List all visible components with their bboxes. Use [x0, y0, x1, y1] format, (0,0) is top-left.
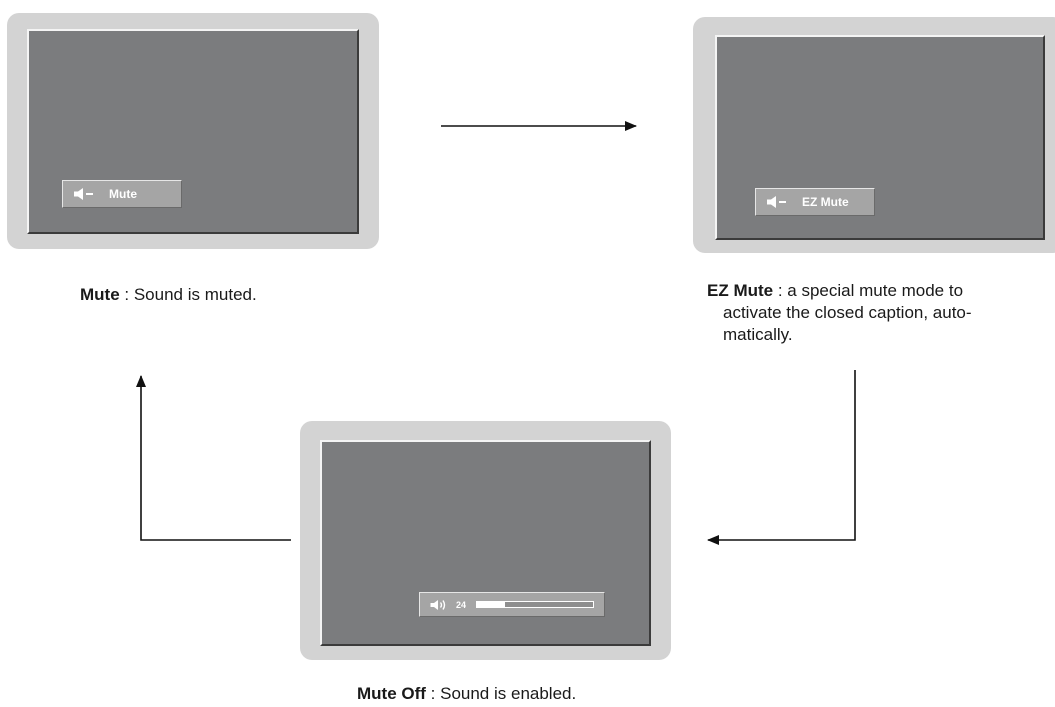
caption-mute-off-term: Mute Off: [357, 684, 426, 703]
speaker-muted-icon: [766, 195, 788, 209]
caption-mute-off-desc: Sound is enabled.: [440, 684, 577, 703]
tv-mute-off: 24: [300, 421, 671, 660]
caption-mute: Mute : Sound is muted.: [80, 284, 257, 306]
ez-mute-osd-label: EZ Mute: [802, 195, 849, 209]
arrow-ez-mute-to-mute-off: [707, 370, 856, 545]
arrow-mute-off-to-mute: [136, 375, 291, 541]
screen-mute-off: 24: [320, 440, 651, 646]
volume-osd: 24: [419, 592, 605, 617]
caption-mute-off-sep: :: [425, 684, 441, 703]
mute-osd-label: Mute: [109, 187, 137, 201]
tv-ez-mute: EZ Mute: [693, 17, 1055, 253]
speaker-volume-icon: [430, 599, 448, 611]
volume-bar: [476, 601, 595, 608]
caption-mute-desc: Sound is muted.: [133, 285, 257, 304]
caption-ez-mute-desc-line1: a special mute mode to: [787, 281, 964, 300]
caption-mute-off: Mute Off : Sound is enabled.: [357, 683, 576, 705]
screen-ez-mute: EZ Mute: [715, 35, 1045, 240]
tv-mute: Mute: [7, 13, 379, 249]
caption-mute-sep: :: [119, 285, 134, 304]
screen-mute: Mute: [27, 29, 359, 234]
volume-bar-fill: [477, 602, 505, 607]
caption-ez-mute-term: EZ Mute: [707, 281, 774, 300]
caption-mute-term: Mute: [80, 285, 120, 304]
caption-ez-mute-desc-line3: matically.: [723, 325, 793, 344]
ez-mute-osd: EZ Mute: [755, 188, 875, 216]
caption-ez-mute-sep: :: [773, 281, 788, 300]
mute-osd: Mute: [62, 180, 182, 208]
volume-value: 24: [456, 599, 467, 610]
caption-ez-mute: EZ Mute : a special mute mode to activat…: [707, 280, 972, 346]
speaker-muted-icon: [73, 187, 95, 201]
caption-ez-mute-desc-line2: activate the closed caption, auto-: [723, 303, 972, 322]
